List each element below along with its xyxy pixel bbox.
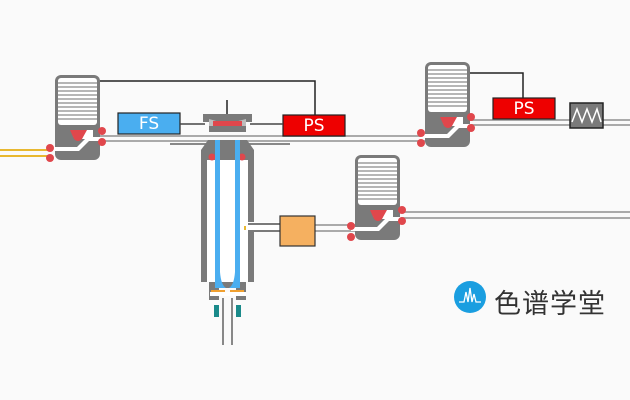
pressure-sensor-box-2 (492, 97, 556, 120)
logo-text: 色谱学堂 (494, 289, 606, 320)
liner (215, 140, 240, 288)
pressure-sensor-box-1 (282, 114, 346, 137)
heater-icon (569, 102, 604, 129)
control-wire-2 (468, 72, 524, 98)
septum-nut (203, 100, 252, 132)
gas-lines (0, 119, 630, 232)
proportional-valve-3 (350, 154, 402, 241)
split-vent-trap (279, 215, 316, 247)
ps-label-1: PS (303, 116, 325, 136)
control-wire-1 (100, 80, 316, 115)
column-ferrule (214, 298, 241, 345)
proportional-valve-2 (420, 61, 472, 148)
ps-label-2: PS (513, 99, 535, 119)
valve-ports (46, 113, 475, 241)
proportional-valve-1 (50, 74, 102, 161)
fs-label: FS (138, 114, 160, 134)
inlet-body (201, 140, 280, 300)
logo-icon (454, 281, 486, 313)
